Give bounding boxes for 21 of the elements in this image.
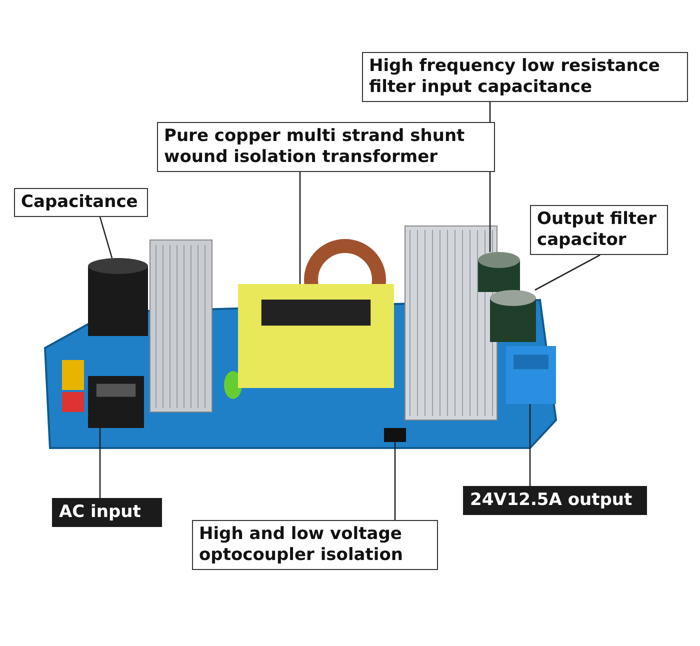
leader-line — [489, 102, 491, 252]
callout-label: 24V12.5A output — [463, 486, 647, 515]
transformer — [238, 284, 394, 388]
leader-line — [99, 216, 113, 258]
capacitor — [490, 290, 536, 342]
terminal-block — [88, 376, 144, 428]
capacitor — [88, 258, 148, 336]
leader-line — [394, 442, 396, 520]
leader-line — [529, 404, 531, 486]
callout-label: Capacitance — [14, 188, 148, 217]
callout-label: High and low voltage optocoupler isolation — [192, 520, 438, 570]
callout-label: AC input — [52, 498, 162, 527]
leader-line — [534, 254, 600, 291]
callout-label: Pure copper multi strand shunt wound isolation transformer — [157, 122, 495, 172]
capacitor — [478, 252, 520, 292]
terminal-block — [506, 346, 556, 404]
leader-line — [99, 428, 101, 498]
callout-label: High frequency low resistance filter input capacitance — [362, 52, 688, 102]
callout-label: Output filter capacitor — [530, 205, 668, 255]
optocoupler-chip — [384, 428, 406, 442]
leader-line — [299, 172, 301, 284]
